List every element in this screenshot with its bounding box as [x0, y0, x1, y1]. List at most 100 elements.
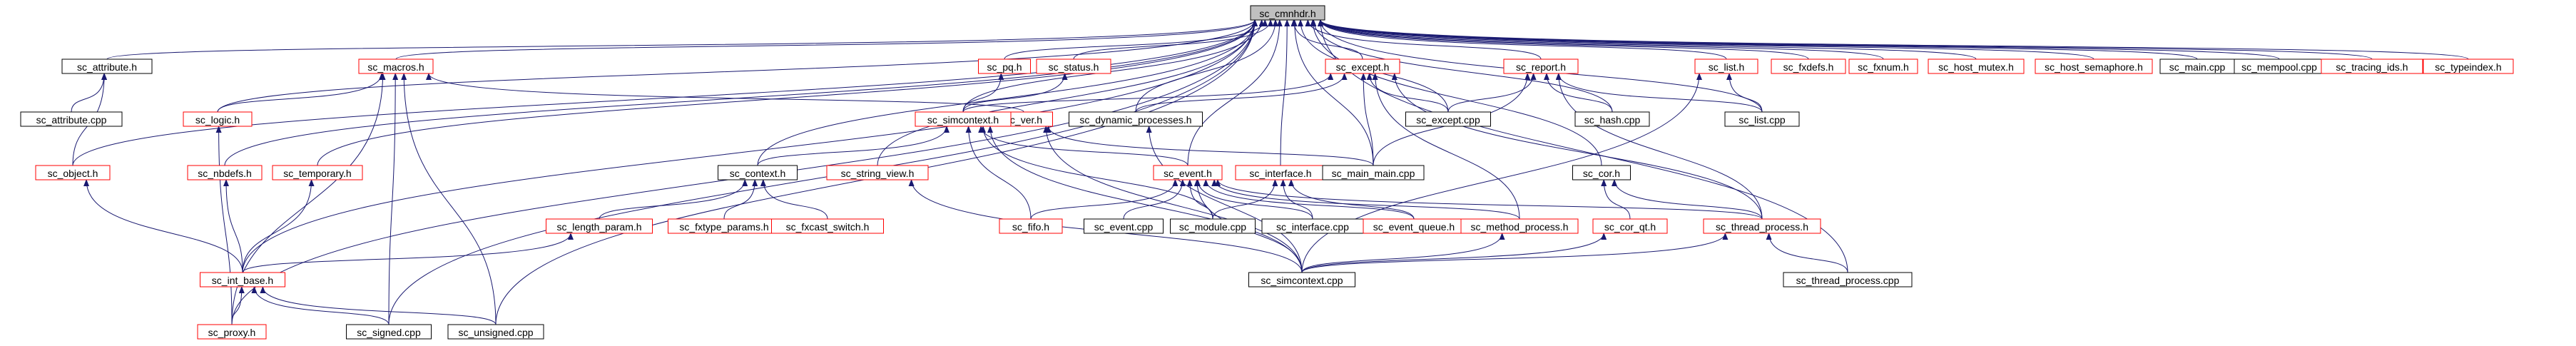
- node-sc-typeindex-h[interactable]: sc_typeindex.h: [2423, 58, 2514, 74]
- node-label: sc_fxdefs.h: [1783, 61, 1834, 73]
- node-sc-list-cpp[interactable]: sc_list.cpp: [1724, 111, 1800, 127]
- node-sc-macros-h[interactable]: sc_macros.h: [358, 58, 434, 74]
- node-label: sc_module.cpp: [1179, 221, 1246, 233]
- node-label: sc_thread_process.h: [1716, 221, 1808, 233]
- node-sc-logic-h[interactable]: sc_logic.h: [183, 111, 253, 127]
- edge-sc-main-main-cpp-to-sc-ver-h: [1045, 126, 1374, 166]
- edge-sc-main-main-cpp-to-sc-except-h: [1360, 73, 1374, 166]
- node-box: [1928, 58, 2025, 74]
- node-sc-thread-process-h[interactable]: sc_thread_process.h: [1703, 218, 1821, 234]
- edge-sc-simcontext-cpp-to-sc-cor-qt-h: [1301, 233, 1607, 273]
- node-sc-fxdefs-h[interactable]: sc_fxdefs.h: [1771, 58, 1846, 74]
- edge-sc-interface-h-to-sc-cmnhdr-h: [1280, 19, 1290, 166]
- nodes-layer: sc_cmnhdr.h sc_attribute.h sc_macros.h sc_p…: [20, 5, 2514, 340]
- node-label: sc_attribute.h: [77, 61, 137, 73]
- node-label: sc_dynamic_processes.h: [1079, 114, 1191, 126]
- node-sc-fxcast-switch-h[interactable]: sc_fxcast_switch.h: [771, 218, 884, 234]
- edge-sc-int-base-h-to-sc-cmnhdr-h: [242, 19, 1258, 273]
- node-sc-context-h[interactable]: sc_context.h: [718, 165, 798, 180]
- node-sc-length-param-h[interactable]: sc_length_param.h: [546, 218, 653, 234]
- edge-sc-cor-qt-h-to-sc-cor-h: [1601, 179, 1631, 220]
- node-box: [1703, 218, 1821, 234]
- edge-sc-int-base-h-to-sc-object-h: [83, 179, 243, 273]
- edges-layer: [71, 19, 2469, 325]
- node-sc-interface-cpp[interactable]: sc_interface.cpp: [1261, 218, 1364, 234]
- edge-sc-temporary-h-to-sc-cmnhdr-h: [317, 19, 1258, 166]
- node-sc-unsigned-cpp[interactable]: sc_unsigned.cpp: [447, 324, 544, 340]
- edge-sc-fifo-h-to-sc-simcontext-h: [965, 126, 1032, 220]
- node-sc-thread-process-cpp[interactable]: sc_thread_process.cpp: [1783, 272, 1913, 288]
- node-sc-fxtype-params-h[interactable]: sc_fxtype_params.h: [668, 218, 780, 234]
- node-sc-fifo-h[interactable]: sc_fifo.h: [999, 218, 1063, 234]
- node-box: [358, 58, 434, 74]
- node-label: sc_mempool.cpp: [2241, 61, 2317, 73]
- node-sc-except-h[interactable]: sc_except.h: [1325, 58, 1400, 74]
- node-sc-cor-h[interactable]: sc_cor.h: [1572, 165, 1631, 180]
- node-sc-pq-h[interactable]: sc_pq.h: [978, 58, 1031, 74]
- node-box: [447, 324, 544, 340]
- node-sc-event-cpp[interactable]: sc_event.cpp: [1084, 218, 1164, 234]
- edge-sc-unsigned-cpp-to-sc-int-base-h: [260, 286, 497, 325]
- edge-sc-object-h-to-sc-cmnhdr-h: [72, 19, 1258, 166]
- edge-sc-event-h-to-sc-simcontext-h: [978, 126, 1188, 166]
- node-sc-attribute-cpp[interactable]: sc_attribute.cpp: [20, 111, 123, 127]
- node-sc-object-h[interactable]: sc_object.h: [35, 165, 111, 180]
- node-sc-string-view-h[interactable]: sc_string_view.h: [826, 165, 929, 180]
- node-sc-simcontext-cpp[interactable]: sc_simcontext.cpp: [1248, 272, 1355, 288]
- node-sc-cmnhdr-h[interactable]: sc_cmnhdr.h: [1250, 5, 1325, 21]
- edge-sc-interface-cpp-to-sc-interface-h: [1280, 179, 1313, 220]
- node-label: sc_report.h: [1516, 61, 1566, 73]
- edge-sc-int-base-h-to-sc-nbdefs-h: [223, 179, 243, 273]
- node-sc-hash-cpp[interactable]: sc_hash.cpp: [1574, 111, 1650, 127]
- node-sc-main-main-cpp[interactable]: sc_main_main.cpp: [1322, 165, 1425, 180]
- node-box: [183, 111, 253, 127]
- node-sc-cor-qt-h[interactable]: sc_cor_qt.h: [1592, 218, 1668, 234]
- node-sc-attribute-h[interactable]: sc_attribute.h: [61, 58, 153, 74]
- node-sc-report-h[interactable]: sc_report.h: [1503, 58, 1579, 74]
- node-box: [1248, 272, 1355, 288]
- node-sc-interface-h[interactable]: sc_interface.h: [1235, 165, 1326, 180]
- node-sc-simcontext-h[interactable]: sc_simcontext.h: [915, 111, 1012, 127]
- node-sc-nbdefs-h[interactable]: sc_nbdefs.h: [187, 165, 263, 180]
- edge-sc-event-queue-h-to-sc-interface-h: [1288, 179, 1415, 220]
- node-sc-list-h[interactable]: sc_list.h: [1694, 58, 1758, 74]
- edge-sc-attribute-h-to-sc-cmnhdr-h: [106, 19, 1258, 60]
- node-box: [1405, 111, 1491, 127]
- node-label: sc_event.cpp: [1094, 221, 1154, 233]
- node-sc-method-process-h[interactable]: sc_method_process.h: [1460, 218, 1579, 234]
- node-label: sc_logic.h: [195, 114, 240, 126]
- edge-sc-hash-cpp-to-sc-report-h: [1544, 73, 1613, 113]
- edge-sc-attribute-cpp-to-sc-attribute-h: [71, 73, 107, 113]
- node-sc-proxy-h[interactable]: sc_proxy.h: [197, 324, 267, 340]
- node-sc-status-h[interactable]: sc_status.h: [1036, 58, 1111, 74]
- node-sc-signed-cpp[interactable]: sc_signed.cpp: [346, 324, 432, 340]
- node-sc-fxnum-h[interactable]: sc_fxnum.h: [1848, 58, 1918, 74]
- node-sc-module-cpp[interactable]: sc_module.cpp: [1170, 218, 1256, 234]
- node-sc-temporary-h[interactable]: sc_temporary.h: [272, 165, 363, 180]
- node-sc-event-h[interactable]: sc_event.h: [1153, 165, 1223, 180]
- node-sc-tracing-ids-h[interactable]: sc_tracing_ids.h: [2321, 58, 2423, 74]
- edge-sc-except-cpp-to-sc-except-h: [1366, 73, 1449, 113]
- node-box: [1250, 5, 1325, 21]
- edge-sc-logic-h-to-sc-macros-h: [217, 73, 385, 113]
- node-box: [1069, 111, 1203, 127]
- node-label: sc_fifo.h: [1012, 221, 1049, 233]
- node-sc-except-cpp[interactable]: sc_except.cpp: [1405, 111, 1491, 127]
- edge-sc-thread-process-cpp-to-sc-thread-process-h: [1766, 233, 1848, 273]
- node-sc-int-base-h[interactable]: sc_int_base.h: [200, 272, 285, 288]
- node-sc-dynamic-processes-h[interactable]: sc_dynamic_processes.h: [1069, 111, 1203, 127]
- node-box: [1322, 165, 1425, 180]
- node-sc-main-cpp[interactable]: sc_main.cpp: [2159, 58, 2235, 74]
- edge-sc-typeindex-h-to-sc-cmnhdr-h: [1318, 19, 2469, 60]
- edge-sc-dynamic-processes-h-to-sc-except-h: [1135, 73, 1348, 113]
- node-box: [2035, 58, 2153, 74]
- node-label: sc_context.h: [730, 168, 786, 179]
- node-sc-host-mutex-h[interactable]: sc_host_mutex.h: [1928, 58, 2025, 74]
- node-sc-mempool-cpp[interactable]: sc_mempool.cpp: [2234, 58, 2325, 74]
- node-box: [718, 165, 798, 180]
- edge-sc-tracing-ids-h-to-sc-cmnhdr-h: [1318, 19, 2373, 60]
- node-sc-host-semaphore-h[interactable]: sc_host_semaphore.h: [2035, 58, 2153, 74]
- edge-sc-thread-process-h-to-sc-cor-h: [1612, 179, 1763, 220]
- node-box: [1084, 218, 1164, 234]
- node-sc-event-queue-h[interactable]: sc_event_queue.h: [1363, 218, 1465, 234]
